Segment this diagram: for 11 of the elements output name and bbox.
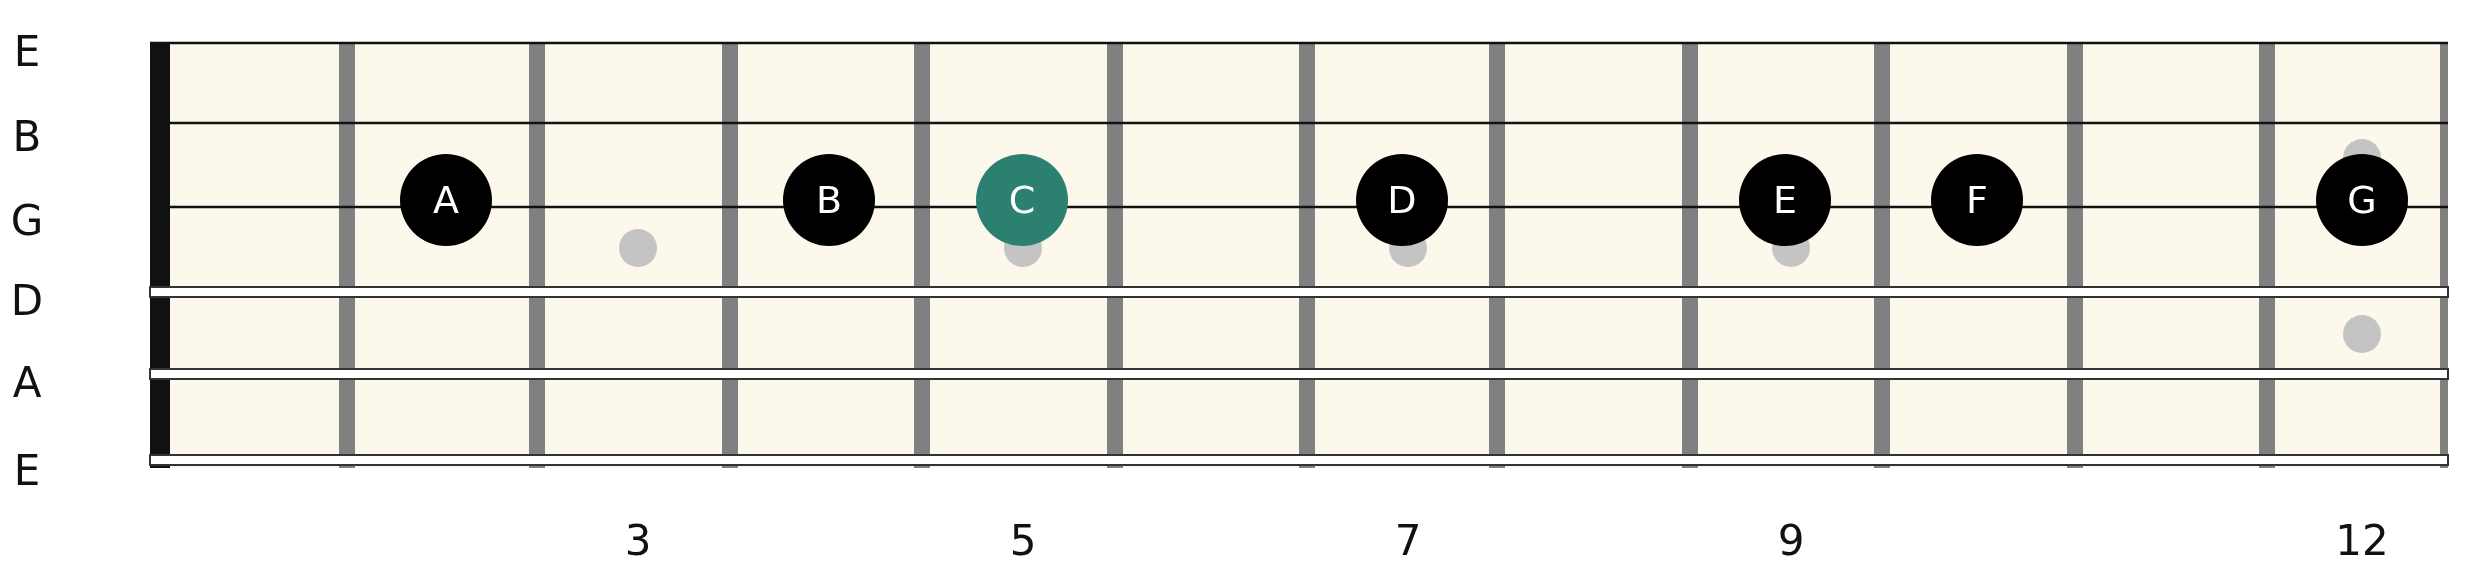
string-label: A <box>12 362 42 404</box>
string-label: B <box>12 116 42 158</box>
string-label: D <box>10 280 44 322</box>
string-label: E <box>13 450 41 492</box>
string-label: E <box>13 31 41 73</box>
fret-number: 3 <box>624 520 652 562</box>
fret-number: 12 <box>2335 520 2389 562</box>
fret-number: 7 <box>1394 520 1422 562</box>
string-label: G <box>10 200 44 242</box>
fret-number: 9 <box>1777 520 1805 562</box>
fret-number: 5 <box>1009 520 1037 562</box>
